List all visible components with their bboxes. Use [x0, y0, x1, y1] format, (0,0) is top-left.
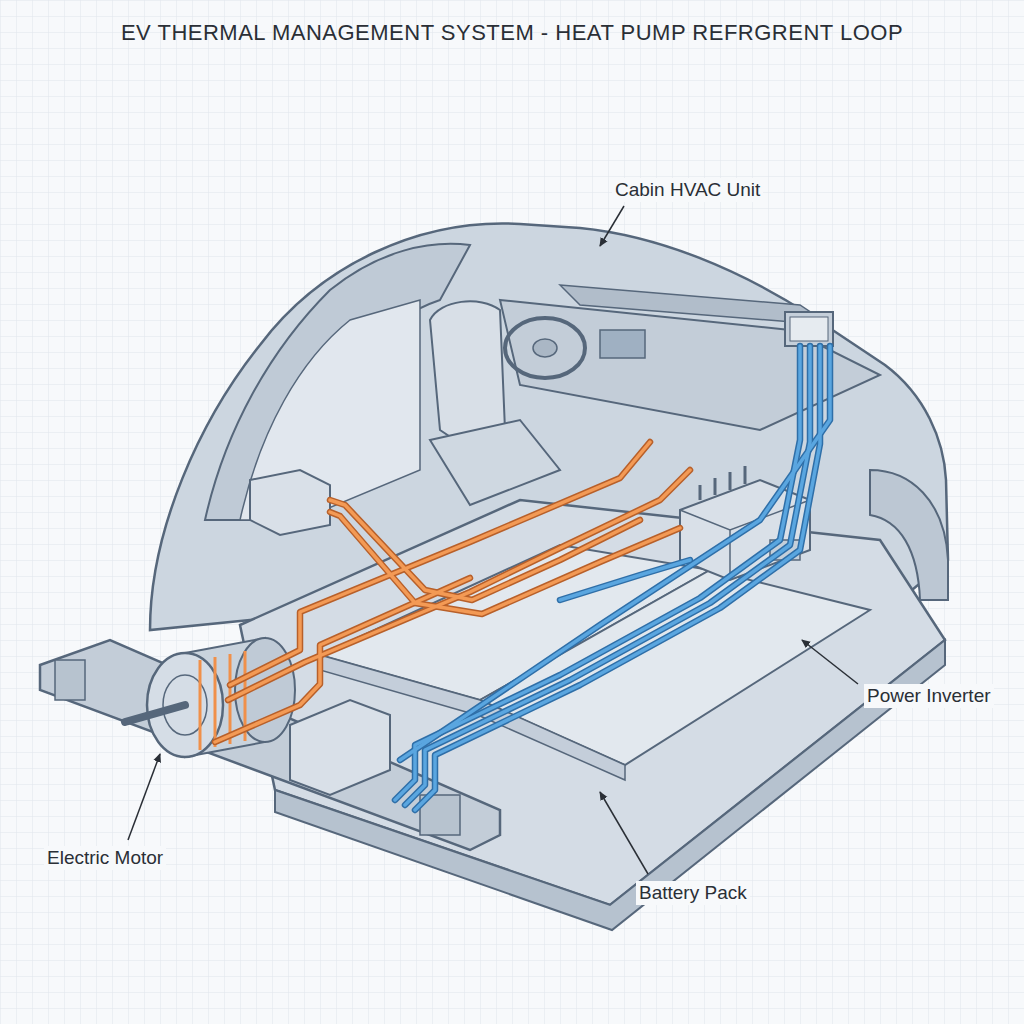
hot-lines — [215, 442, 690, 742]
leader-lines — [128, 206, 858, 874]
seat-base — [430, 420, 560, 505]
cold-line-fill — [395, 346, 830, 810]
pipe — [215, 578, 470, 742]
pipe — [400, 346, 830, 760]
part-label: Cabin HVAC Unit — [612, 178, 763, 202]
part-label: Electric Motor — [44, 846, 166, 870]
inverter-terminals — [700, 466, 745, 500]
pipe — [405, 346, 810, 805]
pipe — [415, 346, 820, 810]
hot-line-outline — [215, 442, 690, 742]
part-label: Battery Pack — [636, 881, 750, 905]
a-pillar — [205, 244, 470, 520]
leader-line — [600, 792, 648, 874]
pipe — [395, 346, 800, 800]
pipe — [560, 560, 690, 600]
steering-wheel — [505, 318, 585, 378]
coil — [199, 660, 202, 750]
floor-pan — [240, 500, 945, 905]
pipe — [400, 346, 830, 760]
leader-line — [802, 640, 858, 684]
hvac-panel — [790, 317, 828, 341]
cold-line-outline — [395, 346, 830, 810]
pipe — [215, 578, 470, 742]
center-screen — [600, 330, 645, 358]
pipe — [330, 512, 680, 614]
pipe — [405, 346, 810, 805]
cold-lines — [395, 346, 830, 810]
pipe — [230, 442, 650, 685]
pipe — [230, 442, 650, 685]
leader-line — [128, 754, 160, 840]
hvac-unit — [785, 312, 833, 346]
front-module — [290, 700, 390, 795]
hot-line-fill — [215, 442, 690, 742]
part-label: Power Inverter — [864, 684, 994, 708]
diagram-title: EV THERMAL MANAGEMENT SYSTEM - HEAT PUMP… — [0, 20, 1024, 46]
motor-shaft — [125, 705, 185, 722]
bumper-bracket — [55, 660, 85, 700]
pipe — [330, 500, 640, 600]
coil — [214, 657, 217, 747]
steering-hub — [533, 339, 557, 357]
pipe — [415, 346, 820, 810]
control-box — [250, 470, 330, 535]
leader-line — [600, 206, 624, 246]
